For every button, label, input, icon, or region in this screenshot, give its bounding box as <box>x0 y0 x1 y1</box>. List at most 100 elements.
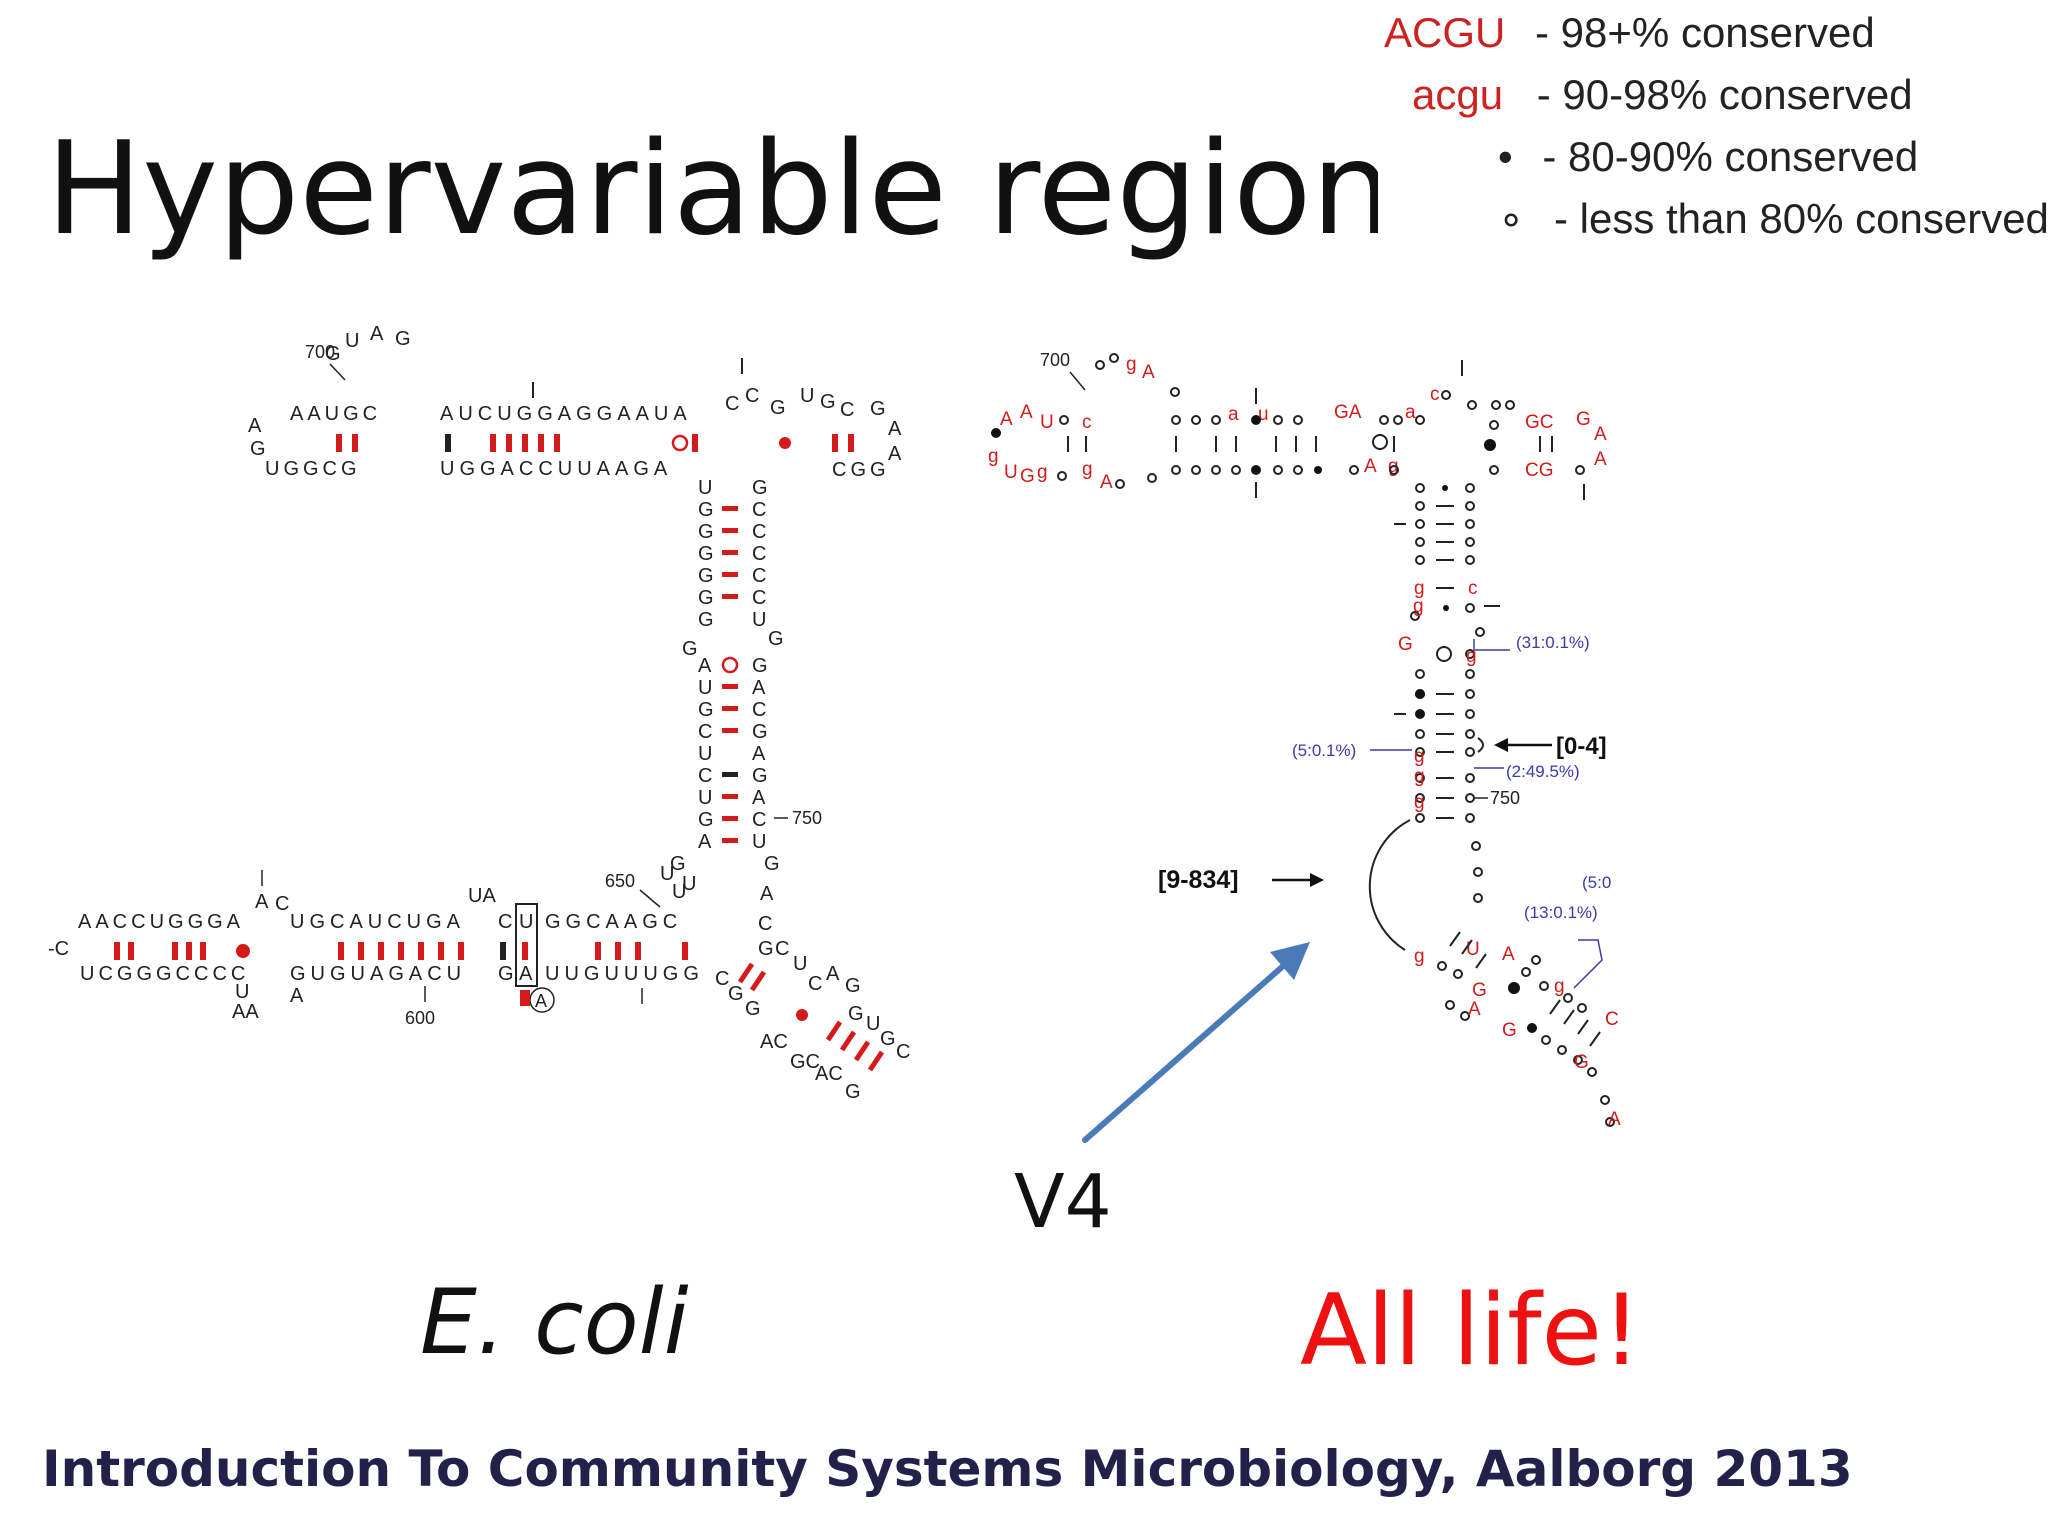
svg-text:G: G <box>698 699 714 721</box>
svg-text:G: G <box>752 765 768 787</box>
rrna-structure-diagrams: AAUGC UGGCG AUCUGGAGGAAUA UGGACCUUAAGA G… <box>48 323 1621 1143</box>
svg-text:UUGUUUGG: UUGUUUGG <box>545 963 704 985</box>
svg-text:U: U <box>698 477 712 499</box>
svg-text:g: g <box>1037 462 1048 483</box>
ecoli-caption: E. coli <box>420 1270 689 1375</box>
svg-text:G: G <box>845 1081 861 1103</box>
svg-text:C: C <box>758 913 772 935</box>
ecoli-pos-600: 600 <box>405 1008 435 1028</box>
svg-text:C: C <box>840 399 854 421</box>
svg-text:G: G <box>880 1028 896 1050</box>
legend-row-80: • - 80-90% conserved <box>1498 136 1918 178</box>
svg-text:a: a <box>1405 402 1416 423</box>
svg-text:A: A <box>752 743 766 765</box>
svg-text:C: C <box>775 938 789 960</box>
svg-text:G: G <box>758 938 774 960</box>
svg-text:A: A <box>1020 402 1033 423</box>
svg-text:U: U <box>660 863 674 885</box>
svg-text:G: G <box>820 391 836 413</box>
legend-row-98: ACGU - 98+% conserved <box>1384 12 1875 54</box>
svg-text:UGGACCUUAAGA: UGGACCUUAAGA <box>440 458 672 480</box>
svg-text:AUCUGGAGGAAUA: AUCUGGAGGAAUA <box>440 403 692 425</box>
svg-text:U: U <box>1040 412 1054 433</box>
v4-arrow <box>1082 942 1310 1143</box>
legend-text-less80: - less than 80% conserved <box>1553 195 2048 242</box>
svg-text:U: U <box>752 609 766 631</box>
svg-text:G: G <box>870 398 886 420</box>
svg-text:G: G <box>845 975 861 997</box>
ecoli-top-branch: AAUGC UGGCG AUCUGGAGGAAUA UGGACCUUAAGA G… <box>248 323 902 481</box>
ecoli-boxed-a: A <box>519 963 533 985</box>
svg-text:GC: GC <box>790 1051 820 1073</box>
svg-text:u: u <box>1258 404 1269 425</box>
svg-text:U: U <box>1004 462 1018 483</box>
svg-text:G: G <box>698 521 714 543</box>
svg-text:G: G <box>698 543 714 565</box>
svg-text:A: A <box>752 787 766 809</box>
consensus-range-0-4: [0-4] <box>1556 733 1607 760</box>
consensus-range-9-834: [9-834] <box>1158 866 1239 894</box>
consensus-annotation-5: (5:0.1%) <box>1292 741 1356 760</box>
svg-text:U: U <box>800 385 814 407</box>
ecoli-bottom-branch: AACCUGGGA UCGGGCCCC -C UGCAUCUGA GUGUAGA… <box>48 863 910 1103</box>
legend-key-lowercase: acgu <box>1412 71 1504 118</box>
svg-text:c: c <box>1082 412 1092 433</box>
svg-text:C: C <box>715 968 729 990</box>
svg-text:-C: -C <box>48 938 69 960</box>
svg-text:G: G <box>1020 466 1035 487</box>
svg-text:A: A <box>255 891 269 913</box>
svg-text:g: g <box>1082 459 1093 480</box>
svg-text:A: A <box>248 415 262 437</box>
svg-text:G: G <box>698 609 714 631</box>
consensus-annotation-5b: (5:0 <box>1582 873 1611 892</box>
svg-text:C: C <box>808 973 822 995</box>
svg-text:C: C <box>745 385 759 407</box>
ecoli-circled-a: A <box>535 991 547 1011</box>
svg-text:g: g <box>1126 354 1137 375</box>
svg-text:g: g <box>1414 578 1425 599</box>
ecoli-pos-650: 650 <box>605 871 635 891</box>
svg-text:g: g <box>1414 766 1425 787</box>
svg-text:UGGCG: UGGCG <box>265 458 361 480</box>
svg-text:G: G <box>698 565 714 587</box>
svg-text:g: g <box>1414 792 1425 813</box>
legend-text-80: - 80-90% conserved <box>1542 133 1919 180</box>
svg-text:A: A <box>1000 409 1013 430</box>
slide-title: Hypervariable regions <box>46 115 1460 264</box>
svg-text:U: U <box>698 677 712 699</box>
legend-row-less80: ∘ - less than 80% conserved <box>1498 198 2048 240</box>
svg-text:G: G <box>745 998 761 1020</box>
svg-text:U: U <box>793 953 807 975</box>
consensus-pos-700: 700 <box>1040 350 1070 370</box>
svg-text:G: G <box>698 499 714 521</box>
svg-text:A: A <box>1468 999 1481 1020</box>
svg-text:g: g <box>1414 946 1425 967</box>
svg-text:C: C <box>698 765 712 787</box>
svg-text:UCGGGCCCC: UCGGGCCCC <box>80 963 249 985</box>
legend-key-uppercase: ACGU <box>1384 9 1506 56</box>
svg-text:C: C <box>498 911 512 933</box>
svg-text:G: G <box>728 983 744 1005</box>
svg-text:UGCAUCUGA: UGCAUCUGA <box>290 911 465 933</box>
legend-text-90: - 90-98% conserved <box>1536 71 1913 118</box>
svg-text:CGG: CGG <box>832 459 890 481</box>
svg-text:G: G <box>752 655 768 677</box>
svg-text:U: U <box>672 881 686 903</box>
svg-text:G: G <box>1574 1052 1589 1073</box>
svg-text:GGCAAGC: GGCAAGC <box>545 911 682 933</box>
svg-text:GC: GC <box>1525 412 1554 433</box>
consensus-pos-750: 750 <box>1490 788 1520 808</box>
svg-text:G: G <box>395 328 411 350</box>
svg-text:U: U <box>682 873 696 895</box>
svg-text:A: A <box>1502 944 1515 965</box>
svg-text:C: C <box>896 1041 910 1063</box>
open-dot-icon: ∘ <box>1498 195 1525 242</box>
svg-text:A: A <box>1364 456 1377 477</box>
svg-text:A: A <box>1142 362 1155 383</box>
svg-text:U: U <box>752 831 766 853</box>
legend-row-90: acgu - 90-98% conserved <box>1412 74 1913 116</box>
